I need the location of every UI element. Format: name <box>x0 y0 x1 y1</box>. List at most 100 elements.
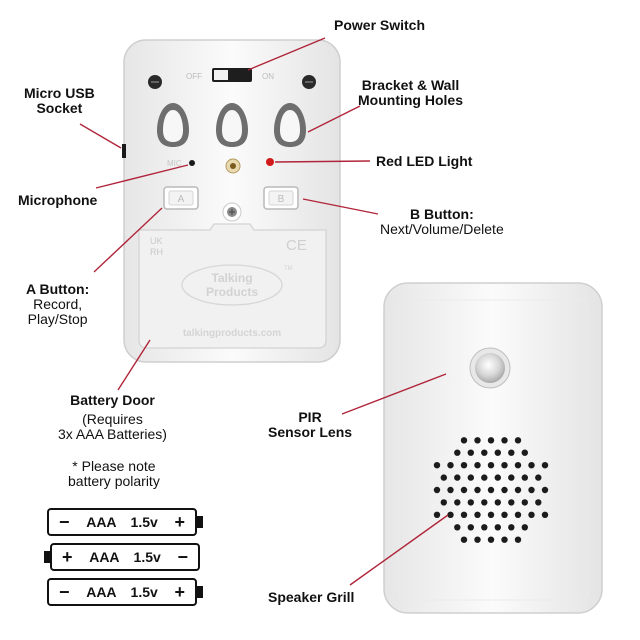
battery-2-right-terminal: − <box>177 546 188 567</box>
label-a-button: A Button: Record, Play/Stop <box>26 282 89 327</box>
leader-mounting-holes <box>307 105 361 133</box>
speaker-hole <box>467 449 474 456</box>
a-button: A <box>163 186 199 210</box>
speaker-hole <box>501 462 508 469</box>
battery-2-voltage: 1.5v <box>133 549 161 565</box>
speaker-hole <box>494 499 501 506</box>
mounting-hole-right <box>274 103 306 147</box>
label-pir: PIR Sensor Lens <box>268 410 352 440</box>
speaker-hole <box>501 536 508 543</box>
label-battery-door: Battery Door (Requires 3x AAA Batteries) <box>58 393 167 442</box>
label-power-switch: Power Switch <box>334 17 426 33</box>
talking-products-logo: Talking Products TM <box>181 264 293 306</box>
speaker-hole <box>447 511 454 518</box>
speaker-hole <box>474 486 481 494</box>
speaker-hole <box>474 437 481 444</box>
speaker-hole <box>487 536 495 543</box>
device-front-body <box>383 282 603 614</box>
device-front <box>383 282 603 614</box>
mic-text: MIC <box>167 159 182 168</box>
label-b-button: B Button: Next/Volume/Delete <box>380 207 504 237</box>
battery-2-cap <box>44 551 50 563</box>
label-b-button-desc: Next/Volume/Delete <box>380 221 504 237</box>
speaker-hole <box>494 474 501 481</box>
label-battery-door-title: Battery Door <box>70 392 155 408</box>
speaker-hole <box>474 462 481 469</box>
speaker-hole <box>528 511 535 518</box>
battery-1-cap <box>197 516 203 528</box>
speaker-hole <box>467 524 474 531</box>
speaker-hole <box>474 511 481 518</box>
label-mounting-holes-line-2: Mounting Holes <box>358 92 463 108</box>
speaker-hole <box>467 499 474 506</box>
mounting-hole-left <box>157 103 189 147</box>
speaker-hole <box>460 486 468 494</box>
speaker-hole <box>508 524 515 531</box>
battery-door: UK RH CE Talking Products TM talkingprod… <box>138 202 327 349</box>
speaker-hole <box>481 474 488 481</box>
battery-3-left-terminal: − <box>59 581 70 602</box>
speaker-hole <box>454 449 461 456</box>
battery-3-cap <box>197 586 203 598</box>
label-a-button-title: A Button: <box>26 281 90 297</box>
speaker-hole <box>501 486 508 494</box>
speaker-hole <box>521 449 528 456</box>
label-mounting-holes-line-1: Bracket & Wall <box>361 77 460 93</box>
speaker-hole <box>535 474 542 481</box>
leader-pir <box>341 373 447 415</box>
leader-microphone <box>95 164 189 189</box>
label-polarity-note-2: battery polarity <box>68 473 160 489</box>
mounting-screw-left <box>148 75 162 89</box>
battery-1-right-terminal: + <box>174 511 185 532</box>
speaker-hole <box>514 536 522 543</box>
front-panel-outline <box>397 299 589 601</box>
speaker-hole <box>440 499 447 506</box>
battery-1: − AAA 1.5v + <box>47 508 203 536</box>
speaker-hole <box>454 499 461 506</box>
speaker-hole <box>494 449 501 456</box>
speaker-hole <box>460 511 468 518</box>
label-micro-usb: Micro USB Socket <box>24 86 95 116</box>
speaker-hole <box>521 474 528 481</box>
b-button: B <box>263 186 299 210</box>
battery-1-type: AAA <box>86 514 117 530</box>
speaker-hole <box>454 524 461 531</box>
micro-usb-socket <box>122 144 126 158</box>
speaker-hole <box>541 486 549 494</box>
label-a-button-desc-2: Play/Stop <box>27 311 88 327</box>
label-pir-line-1: PIR <box>298 409 322 425</box>
label-b-button-title: B Button: <box>409 206 474 222</box>
speaker-hole <box>541 462 549 469</box>
battery-3-right-terminal: + <box>174 581 185 602</box>
battery-3-voltage: 1.5v <box>130 584 158 600</box>
speaker-hole <box>460 536 468 543</box>
speaker-hole <box>447 462 454 469</box>
speaker-hole <box>514 486 522 494</box>
leader-red-led <box>274 160 371 163</box>
leader-a-button <box>93 207 163 273</box>
label-micro-usb-line-1: Micro USB <box>24 85 95 101</box>
label-polarity-note: * Please note battery polarity <box>68 459 160 489</box>
mounting-screw-right <box>302 75 316 89</box>
speaker-hole <box>447 486 454 494</box>
speaker-hole <box>481 499 488 506</box>
speaker-hole <box>467 474 474 481</box>
label-battery-door-desc-1: (Requires <box>82 411 143 427</box>
label-a-button-desc-1: Record, <box>33 296 83 312</box>
battery-1-voltage: 1.5v <box>130 514 158 530</box>
speaker-grill <box>433 437 549 543</box>
speaker-hole <box>514 462 522 469</box>
label-battery-door-desc-2: 3x AAA Batteries) <box>58 426 167 442</box>
speaker-hole <box>454 474 461 481</box>
logo-line-2: Products <box>206 285 258 299</box>
speaker-hole <box>433 462 441 469</box>
battery-1-left-terminal: − <box>59 511 70 532</box>
leader-lines <box>79 37 449 586</box>
speaker-hole <box>521 524 528 531</box>
leader-b-button <box>302 198 379 215</box>
speaker-hole <box>528 486 535 494</box>
door-text-rh: RH <box>150 247 163 257</box>
speaker-hole <box>481 524 488 531</box>
speaker-hole <box>528 462 535 469</box>
